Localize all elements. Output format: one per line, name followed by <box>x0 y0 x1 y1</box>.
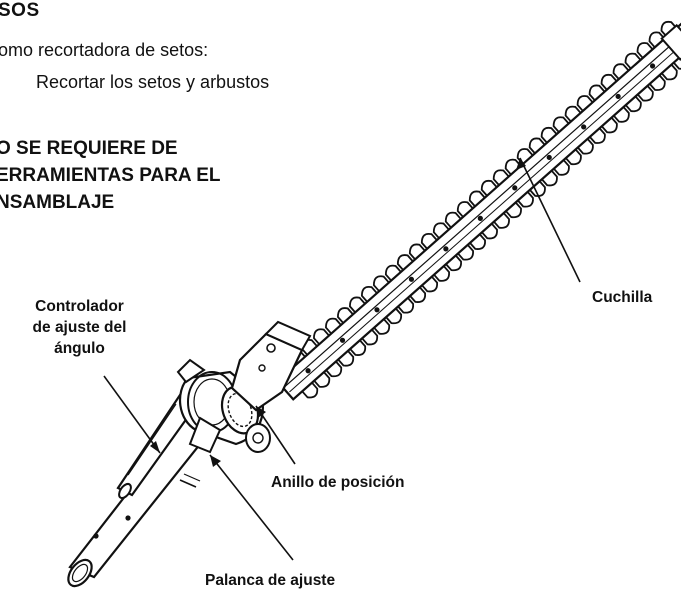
blade-tooth <box>648 73 666 91</box>
blade-teeth-top <box>277 20 678 378</box>
blade-tooth <box>456 201 475 219</box>
blade-tooth <box>300 381 319 399</box>
blade-label: Cuchilla <box>592 289 653 306</box>
blade-tooth <box>456 243 474 261</box>
blade-tooth <box>408 243 427 261</box>
blade-tooth <box>408 285 427 303</box>
callout-line: de ajuste del <box>32 319 127 336</box>
blade-tooth <box>468 190 487 208</box>
blade-tooth <box>588 126 606 144</box>
blade-tooth <box>372 317 391 335</box>
blade-mount-housing <box>230 320 312 412</box>
callout-line: ángulo <box>54 340 105 357</box>
blade-bar <box>275 21 681 401</box>
blade-tooth <box>612 105 630 123</box>
blade-tooth <box>349 296 367 314</box>
blade-tooth <box>468 232 486 250</box>
blade-tooth <box>576 95 594 113</box>
blade-tooth <box>444 211 463 229</box>
intro-text: omo recortadora de setos: <box>0 40 209 60</box>
notice-line: NSAMBLAJE <box>0 192 115 213</box>
blade-illustration <box>275 20 681 401</box>
blade-tooth <box>432 264 450 282</box>
blade-tooth <box>360 285 379 304</box>
blade-center-line <box>284 35 681 388</box>
blade-tooth <box>313 328 331 346</box>
use-list-item: Recortar los setos y arbustos <box>36 72 270 92</box>
blade-tooth <box>552 158 570 176</box>
angle-controller-label: Controlador de ajuste del ángulo <box>2 296 157 359</box>
blade-tooth <box>420 275 439 293</box>
position-ring-label: Anillo de posición <box>271 474 405 491</box>
blade-tooth <box>504 201 522 219</box>
blade-rivet <box>546 154 552 161</box>
blade-tooth <box>588 84 606 102</box>
blade-tooth <box>624 52 642 70</box>
blade-center-line <box>289 40 681 393</box>
blade-tooth <box>384 264 403 282</box>
blade-rivet <box>374 307 380 313</box>
blade-rivet <box>443 246 449 252</box>
blade-tooth <box>660 63 678 81</box>
blade-tooth <box>396 254 415 272</box>
blade-tooth <box>528 179 546 197</box>
blade-tooth <box>540 169 558 187</box>
blade-tooth <box>480 222 498 240</box>
section-heading: SOS <box>0 0 40 21</box>
blade-tooth <box>324 360 343 378</box>
callout-line: Controlador <box>35 298 124 315</box>
blade-tooth <box>624 95 642 113</box>
blade-tooth <box>636 42 654 60</box>
blade-rivet <box>305 368 311 374</box>
blade-rivet <box>339 337 346 343</box>
blade-tooth <box>504 158 523 176</box>
blade-tooth <box>600 73 618 92</box>
blade-tooth <box>492 169 511 187</box>
blade-tip <box>660 23 681 61</box>
blade-tooth <box>312 370 331 388</box>
assembly-notice: O SE REQUIERE DE ERRAMIENTAS PARA EL NSA… <box>0 135 220 216</box>
blade-tooth <box>492 211 510 229</box>
blade-tooth <box>648 31 666 49</box>
blade-tooth <box>337 307 355 325</box>
blade-tooth <box>612 63 630 81</box>
callout-lines <box>103 157 581 561</box>
blade-tooth <box>384 307 403 325</box>
blade-tooth <box>564 105 582 123</box>
blade-rivet <box>581 124 587 130</box>
blade-tooth <box>528 137 547 155</box>
adjust-lever-label: Palanca de ajuste <box>205 572 336 589</box>
blade-tooth <box>636 84 654 102</box>
notice-line: O SE REQUIERE DE <box>0 138 178 159</box>
blade-tooth <box>336 349 355 367</box>
blade-tooth <box>480 179 499 198</box>
blade-tooth <box>432 222 451 240</box>
blade-rivet <box>615 93 621 100</box>
blade-tooth <box>360 328 379 346</box>
notice-line: ERRAMIENTAS PARA EL <box>0 165 221 186</box>
blade-rivet <box>477 215 483 221</box>
blade-tooth <box>325 317 343 335</box>
blade-tooth <box>540 126 559 145</box>
blade-rivets <box>305 63 656 374</box>
blade-tooth <box>348 338 367 356</box>
blade-rivet <box>512 185 518 191</box>
blade-tooth <box>576 137 594 155</box>
blade-tooth <box>372 275 391 293</box>
blade-tooth <box>660 20 678 39</box>
blade-tooth <box>516 190 534 208</box>
blade-teeth-bottom <box>300 52 681 399</box>
blade-rivet <box>408 276 415 282</box>
blade-tooth <box>396 296 415 314</box>
blade-tooth <box>600 116 618 134</box>
blade-tooth <box>564 148 582 166</box>
blade-tooth <box>444 254 462 272</box>
blade-rivet <box>649 63 656 69</box>
blade-tooth <box>552 116 571 134</box>
blade-tooth <box>420 232 439 251</box>
